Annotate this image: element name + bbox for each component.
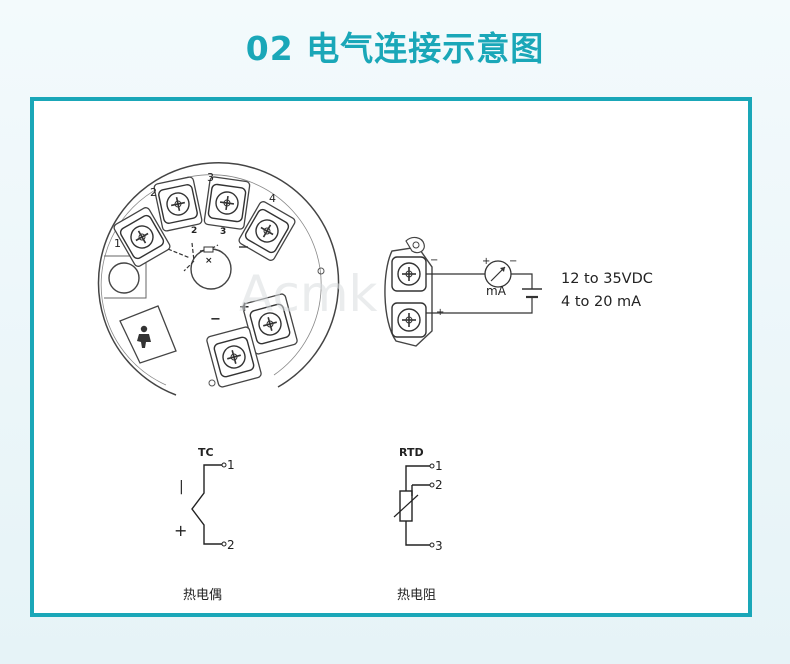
terminal-number-4: 4 xyxy=(269,192,276,205)
terminal-plus xyxy=(206,326,262,388)
terminal-3 xyxy=(203,176,251,230)
terminal-4 xyxy=(238,201,296,261)
inner-label-3: 3 xyxy=(220,227,226,237)
supply-terminal-minus xyxy=(391,256,427,292)
wiring-diagram: 1 2 3 4 2 3 × − + Acmk xyxy=(97,162,653,603)
tc-caption: 热电偶 xyxy=(183,588,222,603)
rtd-pin-2: 2 xyxy=(435,478,443,492)
head-transmitter: 1 2 3 4 2 3 × − + Acmk xyxy=(97,162,378,396)
terminal-number-2: 2 xyxy=(150,186,157,199)
inner-label-2: 2 xyxy=(191,226,197,236)
meter-minus: − xyxy=(509,256,517,267)
meter-unit: mA xyxy=(486,284,507,298)
watermark: Acmk xyxy=(239,265,378,323)
supply-voltage-range: 12 to 35VDC xyxy=(561,271,653,287)
supply-terminal-plus xyxy=(391,302,427,338)
thermocouple-diagram: TC 1 2 | + 热电偶 xyxy=(174,446,235,603)
rtd-caption: 热电阻 xyxy=(397,588,436,603)
user-icon xyxy=(137,325,151,348)
center-hole xyxy=(190,248,232,290)
tc-minus-mark: | xyxy=(179,479,184,495)
polarity-minus: − xyxy=(210,312,221,327)
terminal-number-3: 3 xyxy=(207,171,214,184)
terminal-1 xyxy=(113,207,171,267)
tc-pin-2: 2 xyxy=(227,538,235,552)
rtd-pin-1: 1 xyxy=(435,459,443,473)
tc-title: TC xyxy=(198,446,214,459)
polarity-plus: + xyxy=(239,300,250,315)
rtd-pin-3: 3 xyxy=(435,539,443,553)
terminal-number-1: 1 xyxy=(114,237,121,250)
rtd-title: RTD xyxy=(399,446,424,459)
diagram-frame: 1 2 3 4 2 3 × − + Acmk xyxy=(30,97,752,617)
meter-plus: + xyxy=(482,256,490,267)
supply-terminal-minus-label: − xyxy=(430,255,438,266)
mounting-hole xyxy=(108,262,140,294)
terminal-2 xyxy=(153,176,203,232)
rtd-diagram: RTD 1 2 3 热电阻 xyxy=(393,446,443,603)
tc-plus-mark: + xyxy=(174,521,187,540)
supply-current-range: 4 to 20 mA xyxy=(561,294,641,310)
page-title: 02 电气连接示意图 xyxy=(245,29,545,68)
supply-block: − + + − mA 12 to 35VDC 4 to 20 mA xyxy=(384,236,653,347)
tc-pin-1: 1 xyxy=(227,458,235,472)
inner-mark-x: × xyxy=(205,256,213,266)
